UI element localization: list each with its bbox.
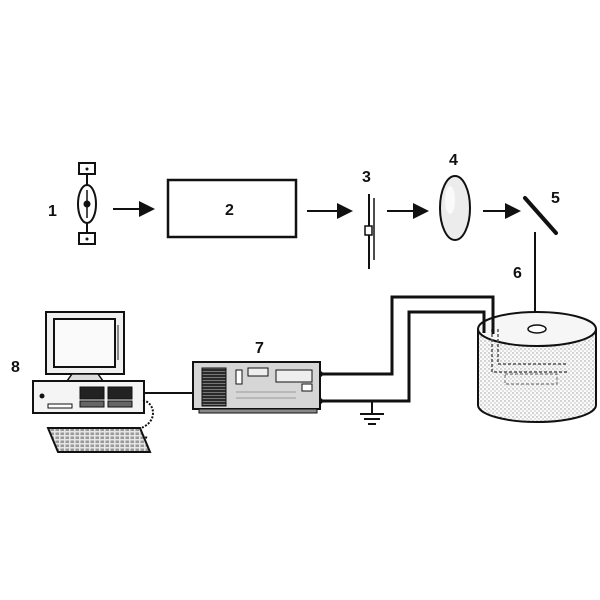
optical-box xyxy=(166,178,298,239)
label-beam: 6 xyxy=(513,265,522,282)
label-computer: 8 xyxy=(11,359,20,376)
sample-cylinder xyxy=(477,311,597,423)
label-mirror: 5 xyxy=(551,190,560,207)
daq-board xyxy=(192,361,321,414)
slit-component xyxy=(364,194,375,269)
lamp-component xyxy=(77,162,97,245)
label-daq: 7 xyxy=(255,340,264,357)
label-box: 2 xyxy=(225,202,234,219)
label-slit: 3 xyxy=(362,169,371,186)
ground-symbol xyxy=(360,401,384,425)
mirror-component xyxy=(523,196,558,235)
wire-lower xyxy=(322,310,486,403)
computer xyxy=(32,311,154,453)
lens-component xyxy=(439,175,471,241)
wire-upper xyxy=(322,295,495,376)
label-lens: 4 xyxy=(449,152,458,169)
label-lamp: 1 xyxy=(48,203,57,220)
